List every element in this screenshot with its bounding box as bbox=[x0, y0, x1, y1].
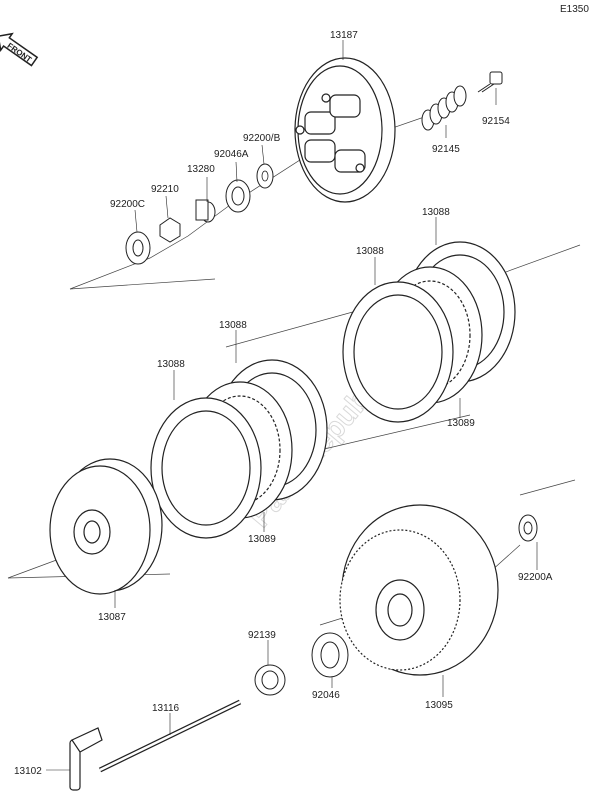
label-13089-a: 13089 bbox=[447, 418, 475, 429]
label-92200b: 92200/B bbox=[243, 133, 281, 144]
leader-lines bbox=[46, 40, 538, 771]
label-13102: 13102 bbox=[14, 766, 42, 777]
push-rod-13116-inner bbox=[99, 700, 241, 772]
lever-13102 bbox=[69, 727, 103, 791]
label-92139: 92139 bbox=[248, 630, 276, 641]
front-arrow-badge: FRONT bbox=[0, 32, 39, 67]
clutch-hub-13087 bbox=[49, 458, 163, 595]
nut-92210 bbox=[159, 217, 181, 243]
label-13088-c: 13088 bbox=[219, 320, 247, 331]
label-13089-b: 13089 bbox=[248, 534, 276, 545]
pusher-13280 bbox=[195, 199, 216, 223]
label-92200a: 92200A bbox=[518, 572, 553, 583]
pressure-plate-13187 bbox=[294, 57, 396, 203]
label-92145: 92145 bbox=[432, 144, 460, 155]
label-13088-d: 13088 bbox=[157, 359, 185, 370]
collar-92139 bbox=[254, 664, 286, 696]
bolt-92154 bbox=[477, 71, 503, 93]
washer-92200b-hole bbox=[261, 170, 269, 182]
washer-92200c bbox=[125, 231, 151, 265]
label-13088-b: 13088 bbox=[356, 246, 384, 257]
spring-92145 bbox=[421, 85, 467, 131]
bearing-92046a bbox=[225, 179, 251, 213]
friction-plate-13088-upper-front bbox=[342, 281, 454, 423]
label-92046: 92046 bbox=[312, 690, 340, 701]
label-13087: 13087 bbox=[98, 612, 126, 623]
washer-92200a bbox=[518, 514, 538, 542]
label-13280: 13280 bbox=[187, 164, 215, 175]
diagram-code: E1350 bbox=[560, 4, 589, 15]
label-13088-a: 13088 bbox=[422, 207, 450, 218]
label-13095: 13095 bbox=[425, 700, 453, 711]
needle-bearing-92046 bbox=[311, 632, 349, 678]
friction-plate-13088-lower-front bbox=[150, 397, 262, 539]
clutch-housing-13095 bbox=[339, 504, 499, 676]
label-92210: 92210 bbox=[151, 184, 179, 195]
part-labels: 13187 92154 92145 92200/B 92046A 13280 9… bbox=[14, 30, 553, 777]
label-92046a: 92046A bbox=[214, 149, 249, 160]
label-13187: 13187 bbox=[330, 30, 358, 41]
label-13116: 13116 bbox=[152, 703, 180, 714]
label-92200c: 92200C bbox=[110, 199, 145, 210]
label-92154: 92154 bbox=[482, 116, 510, 127]
